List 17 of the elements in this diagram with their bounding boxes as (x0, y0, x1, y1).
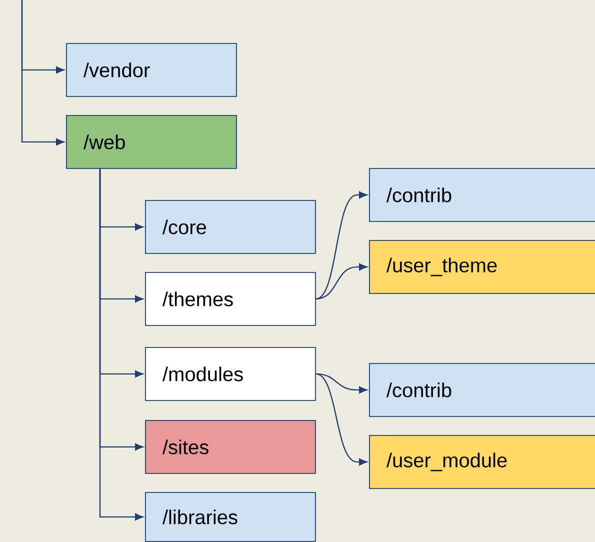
folder-box: /user_theme (369, 240, 595, 294)
folder-box: /contrib (369, 363, 595, 417)
folder-box: /contrib (369, 168, 595, 222)
folder-box: /user_module (369, 435, 595, 489)
folder-box: /sites (145, 420, 316, 474)
arrow (316, 373, 368, 394)
arrow (316, 373, 368, 466)
folder-box: /core (145, 200, 316, 254)
folder-box: /libraries (145, 492, 316, 542)
folder-box: /themes (145, 272, 316, 326)
arrow (99, 168, 144, 520)
folder-box: /modules (145, 347, 316, 401)
arrow (316, 263, 368, 300)
folder-box: /web (66, 115, 237, 169)
arrow (316, 191, 368, 300)
arrow (21, 0, 64, 146)
folder-box: /vendor (66, 43, 237, 97)
